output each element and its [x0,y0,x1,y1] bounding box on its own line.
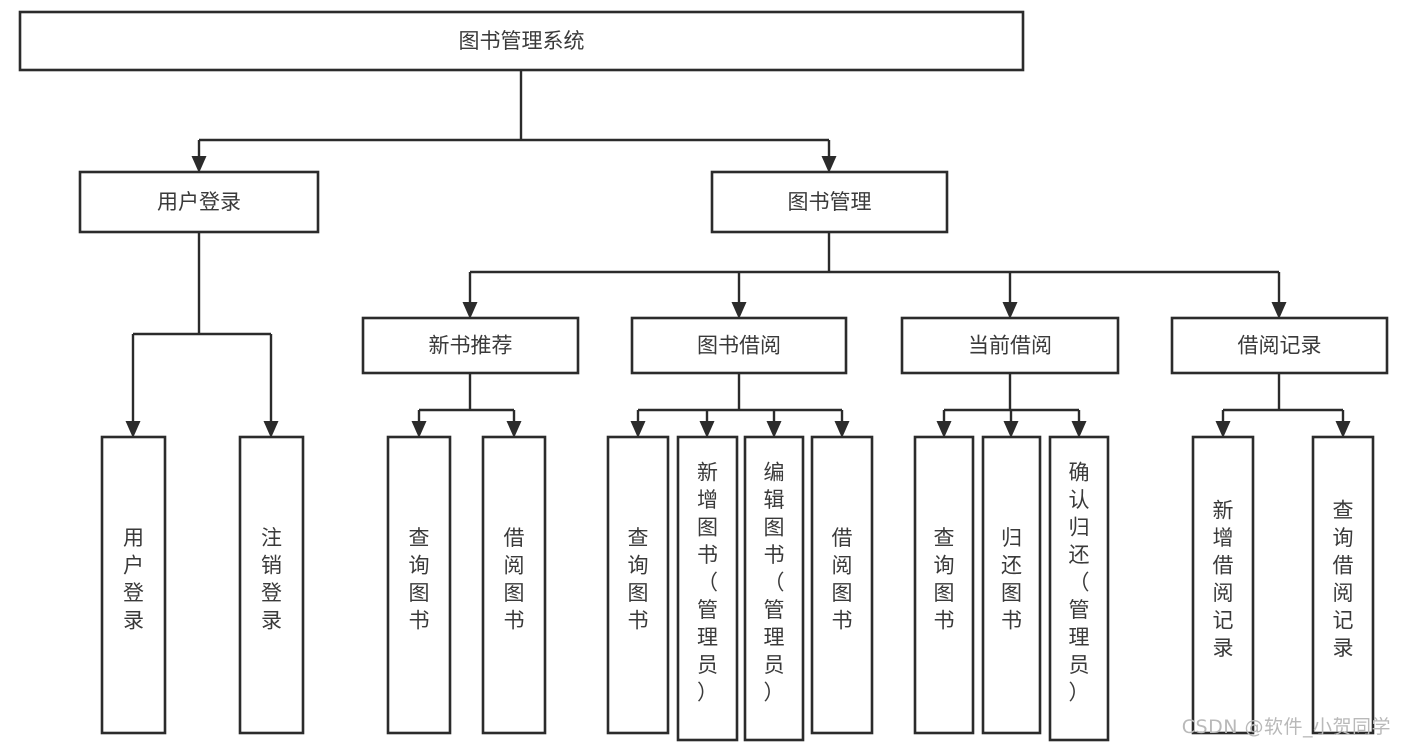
node-leaf-add-book-admin[interactable]: 新增图书（管理员） [676,435,739,742]
node-label: 图书借阅 [697,334,781,358]
node-box[interactable] [361,316,580,375]
arrow-head-icon [411,421,427,438]
arrow-head-icon [699,421,715,438]
node-box[interactable] [900,316,1120,375]
node-box[interactable] [481,435,547,735]
arrow-head-icon [834,421,850,438]
node-current-borrow[interactable]: 当前借阅 [900,316,1120,375]
node-box[interactable] [743,435,805,742]
node-label: 查询借阅记录 [1333,498,1354,660]
node-leaf-logout[interactable]: 注销登录 [238,435,305,735]
arrow-head-icon [506,421,522,438]
node-box[interactable] [1191,435,1255,735]
node-label: 编辑图书（管理员） [764,461,785,705]
node-leaf-query-borrow-record[interactable]: 查询借阅记录 [1311,435,1375,735]
node-box[interactable] [238,435,305,735]
node-label: 图书管理系统 [459,29,585,53]
node-label: 注销登录 [261,526,282,633]
node-box[interactable] [676,435,739,742]
node-box[interactable] [710,170,949,234]
node-box[interactable] [1170,316,1389,375]
node-label: 查询图书 [934,526,955,633]
node-label: 借阅记录 [1238,334,1322,358]
node-leaf-edit-book-admin[interactable]: 编辑图书（管理员） [743,435,805,742]
node-box[interactable] [630,316,848,375]
arrow-head-icon [731,302,747,319]
node-leaf-add-borrow-record[interactable]: 新增借阅记录 [1191,435,1255,735]
node-box[interactable] [386,435,452,735]
node-label: 图书管理 [788,190,872,214]
arrow-head-icon [462,302,478,319]
node-leaf-query-book-borrow[interactable]: 查询图书 [606,435,670,735]
node-label: 当前借阅 [968,334,1052,358]
node-box[interactable] [1311,435,1375,735]
connector-group-record-to-leaves [1215,373,1351,438]
arrow-head-icon [1003,421,1019,438]
node-label: 确认归还（管理员） [1069,461,1090,705]
node-label: 查询图书 [628,526,649,633]
node-label: 新增借阅记录 [1213,498,1234,660]
node-leaf-return-book[interactable]: 归还图书 [981,435,1042,735]
arrow-head-icon [191,156,207,173]
node-box[interactable] [810,435,874,735]
connector-group-current-to-leaves [936,373,1087,438]
arrow-head-icon [1271,302,1287,319]
arrow-head-icon [1002,302,1018,319]
node-leaf-borrow-book-recommend[interactable]: 借阅图书 [481,435,547,735]
node-box[interactable] [18,10,1025,72]
arrow-head-icon [1215,421,1231,438]
node-leaf-user-login[interactable]: 用户登录 [100,435,167,735]
arrow-head-icon [1335,421,1351,438]
node-label: 归还图书 [1001,526,1022,633]
node-box[interactable] [981,435,1042,735]
node-box[interactable] [1048,435,1110,742]
arrow-head-icon [263,421,279,438]
node-user-login[interactable]: 用户登录 [78,170,320,234]
node-leaf-query-book-current[interactable]: 查询图书 [913,435,975,735]
arrow-head-icon [125,421,141,438]
connector-group-user-login-to-leaves [125,232,279,438]
node-book-manage[interactable]: 图书管理 [710,170,949,234]
connector-group-root-to-level1 [191,70,837,173]
node-label: 借阅图书 [832,526,853,633]
node-new-book-recommend[interactable]: 新书推荐 [361,316,580,375]
arrow-head-icon [1071,421,1087,438]
connector-group-borrow-to-leaves [630,373,850,438]
node-label: 借阅图书 [504,526,525,633]
node-box[interactable] [78,170,320,234]
node-box[interactable] [913,435,975,735]
node-label: 新增图书（管理员） [697,461,718,705]
node-box[interactable] [100,435,167,735]
connector-group-recommend-to-leaves [411,373,522,438]
node-label: 用户登录 [157,190,241,214]
connector-group-book-manage-to-level2 [462,232,1287,319]
arrow-head-icon [821,156,837,173]
node-label: 查询图书 [409,526,430,633]
node-leaf-borrow-book[interactable]: 借阅图书 [810,435,874,735]
connector-layer [125,70,1351,438]
node-box[interactable] [606,435,670,735]
node-label: 新书推荐 [429,334,513,358]
node-label: 用户登录 [123,526,144,633]
node-leaf-query-book-recommend[interactable]: 查询图书 [386,435,452,735]
node-layer: 图书管理系统用户登录图书管理新书推荐图书借阅当前借阅借阅记录用户登录注销登录查询… [18,10,1389,742]
arrow-head-icon [936,421,952,438]
node-borrow-record[interactable]: 借阅记录 [1170,316,1389,375]
arrow-head-icon [630,421,646,438]
node-root[interactable]: 图书管理系统 [18,10,1025,72]
arrow-head-icon [766,421,782,438]
node-leaf-confirm-return-admin[interactable]: 确认归还（管理员） [1048,435,1110,742]
node-book-borrow[interactable]: 图书借阅 [630,316,848,375]
